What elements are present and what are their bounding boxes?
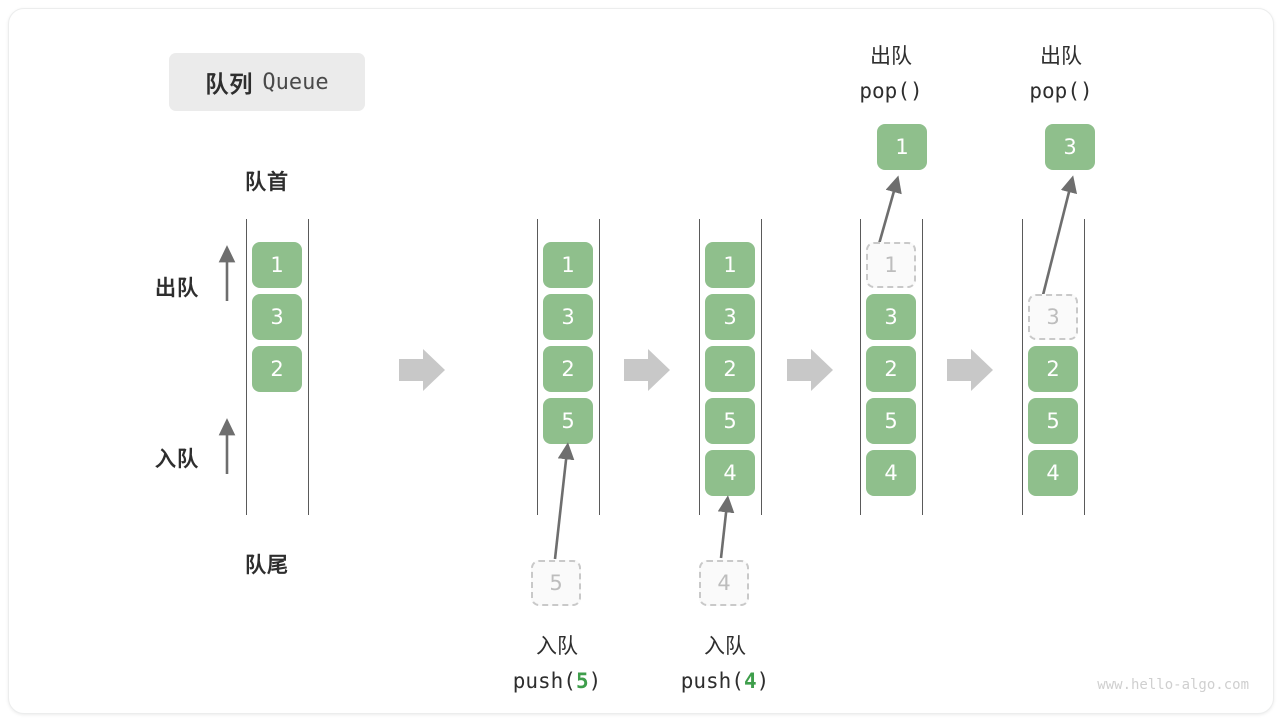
rail-right: [599, 219, 600, 515]
queue-cell: 5: [705, 398, 755, 444]
queue-cell: 3: [705, 294, 755, 340]
rail-left: [246, 219, 247, 515]
step-arrow-icon: [399, 349, 445, 391]
code-prefix: push(: [512, 669, 576, 693]
diagram-canvas: 队列 Queue 队首 队尾 出队 入队 1 3 2 1 3 2 5 5: [8, 8, 1274, 714]
push-arrow: [553, 442, 575, 560]
label-rear: 队尾: [245, 553, 289, 577]
queue-cell: 2: [705, 346, 755, 392]
rail-left: [699, 219, 700, 515]
pop-header-cn: 出队: [1040, 44, 1082, 68]
pop-header-code: pop(): [1029, 79, 1093, 103]
queue-cell: 5: [543, 398, 593, 444]
code-prefix: push(: [680, 669, 744, 693]
queue-cell: 3: [252, 294, 302, 340]
push-caption-cn: 入队: [536, 634, 578, 658]
incoming-cell: 4: [699, 560, 749, 606]
pop-arrow: [877, 175, 902, 245]
rail-right: [1084, 219, 1085, 515]
code-value: 5: [575, 669, 589, 693]
popped-cell: 3: [1045, 124, 1095, 170]
rail-left: [860, 219, 861, 515]
queue-cell: 1: [866, 242, 916, 288]
step-arrow-icon: [947, 349, 993, 391]
queue-cell: 1: [705, 242, 755, 288]
queue-cell: 2: [252, 346, 302, 392]
title-en: Queue: [262, 69, 329, 95]
rail-right: [922, 219, 923, 515]
pop-arrow: [1040, 175, 1078, 300]
step-arrow-icon: [624, 349, 670, 391]
pop-header-cn: 出队: [870, 44, 912, 68]
queue-cell: 2: [1028, 346, 1078, 392]
queue-cell: 5: [1028, 398, 1078, 444]
watermark: www.hello-algo.com: [1097, 677, 1249, 693]
direction-arrows: [218, 245, 236, 474]
rail-left: [1022, 219, 1023, 515]
popped-cell: 1: [877, 124, 927, 170]
push-caption-code: push(5): [477, 664, 637, 699]
rail-right: [761, 219, 762, 515]
push-caption-cn: 入队: [704, 634, 746, 658]
step-arrow-icon: [787, 349, 833, 391]
queue-cell: 3: [1028, 294, 1078, 340]
queue-cell: 1: [252, 242, 302, 288]
label-dequeue-direction: 出队: [155, 276, 199, 300]
code-suffix: ): [756, 669, 770, 693]
code-suffix: ): [588, 669, 602, 693]
queue-cell: 4: [705, 450, 755, 496]
code-value: 4: [743, 669, 757, 693]
rail-right: [308, 219, 309, 515]
queue-cell: 1: [543, 242, 593, 288]
diagram-title: 队列 Queue: [169, 53, 365, 111]
label-front: 队首: [245, 170, 289, 194]
queue-cell: 4: [866, 450, 916, 496]
label-enqueue-direction: 入队: [155, 447, 199, 471]
queue-cell: 3: [866, 294, 916, 340]
queue-cell: 4: [1028, 450, 1078, 496]
push-arrow: [717, 495, 735, 559]
incoming-cell: 5: [531, 560, 581, 606]
queue-cell: 5: [866, 398, 916, 444]
queue-cell: 2: [866, 346, 916, 392]
title-cn: 队列: [205, 72, 254, 98]
queue-cell: 2: [543, 346, 593, 392]
push-caption-code: push(4): [645, 664, 805, 699]
rail-left: [537, 219, 538, 515]
pop-header-code: pop(): [859, 79, 923, 103]
queue-cell: 3: [543, 294, 593, 340]
